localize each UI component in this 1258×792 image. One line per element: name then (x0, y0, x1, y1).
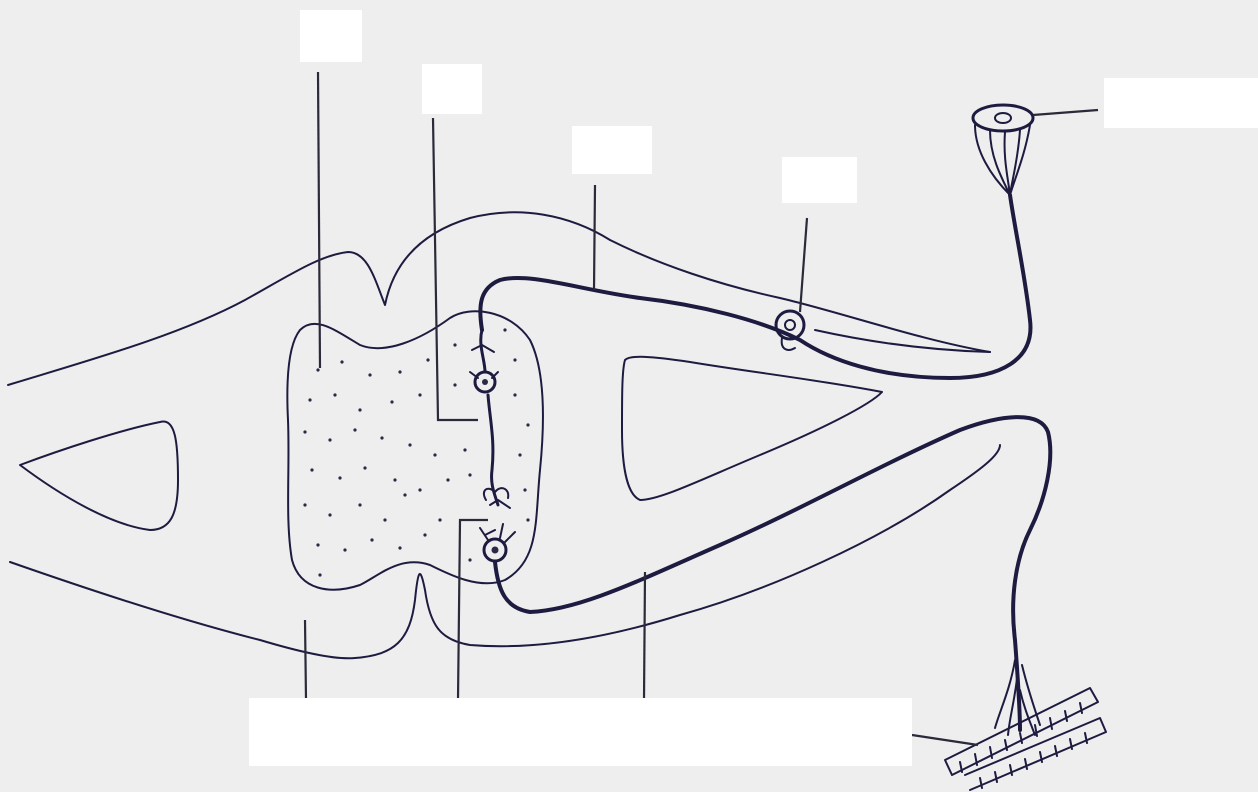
label-box-5[interactable] (1104, 78, 1258, 128)
receptor-center (995, 113, 1011, 123)
label-box-1[interactable] (300, 10, 362, 62)
sensory-neuron-branch (815, 330, 990, 352)
receptor-nerve-endings (975, 125, 1030, 195)
interneuron-fiber (481, 330, 498, 505)
label-leader-lines (305, 72, 1098, 745)
label-box-2[interactable] (422, 64, 482, 114)
label-box-bottom[interactable] (249, 698, 912, 766)
label-box-4[interactable] (782, 157, 857, 203)
left-canal (20, 422, 178, 530)
motor-neuron-fiber (495, 417, 1050, 730)
label-box-3[interactable] (572, 126, 652, 174)
right-cavity (622, 357, 882, 500)
ganglion-nucleus (785, 320, 795, 330)
effector-muscle (945, 688, 1106, 790)
receptor (973, 105, 1033, 131)
